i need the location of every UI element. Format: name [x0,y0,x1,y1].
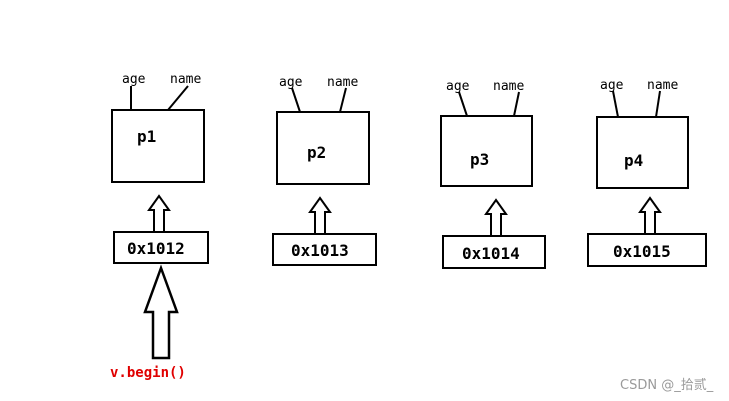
address-box [272,233,377,266]
field-pointer-line [167,85,189,111]
object-label: p1 [137,127,156,146]
field-label-name: name [647,78,678,93]
object-group-4: age name p4 0x1015 [587,78,707,267]
address-label: 0x1015 [613,242,671,261]
object-box [111,109,205,183]
field-label-name: name [327,75,358,90]
field-pointer-line [513,91,520,117]
field-pointer-line [458,91,468,117]
field-label-name: name [170,72,201,87]
object-label: p3 [470,150,489,169]
object-group-3: age name p3 0x1014 [440,79,546,269]
address-box [442,235,546,269]
up-arrow-icon [308,196,332,235]
field-pointer-line [339,87,347,113]
address-label: 0x1012 [127,239,185,258]
object-label: p4 [624,151,643,170]
field-label-age: age [279,75,303,90]
field-pointer-line [612,90,619,118]
field-label-age: age [446,79,470,94]
iterator-arrow-icon [143,264,179,360]
address-label: 0x1013 [291,241,349,260]
address-label: 0x1014 [462,244,520,263]
field-pointer-line [291,87,301,113]
object-label: p2 [307,143,326,162]
object-box [440,115,533,187]
field-pointer-line [655,90,661,118]
object-box [596,116,689,189]
address-box [587,233,707,267]
object-group-1: age name p1 0x1012 [111,72,209,264]
watermark: CSDN @_拾贰_ [620,378,714,393]
object-group-2: age name p2 0x1013 [272,75,377,266]
up-arrow-icon [147,194,171,233]
field-label-age: age [122,72,146,87]
iterator-label: v.begin() [110,365,186,381]
field-label-name: name [493,79,524,94]
address-box [113,231,209,264]
object-box [276,111,370,185]
up-arrow-icon [484,198,508,237]
field-label-age: age [600,78,624,93]
up-arrow-icon [638,196,662,235]
